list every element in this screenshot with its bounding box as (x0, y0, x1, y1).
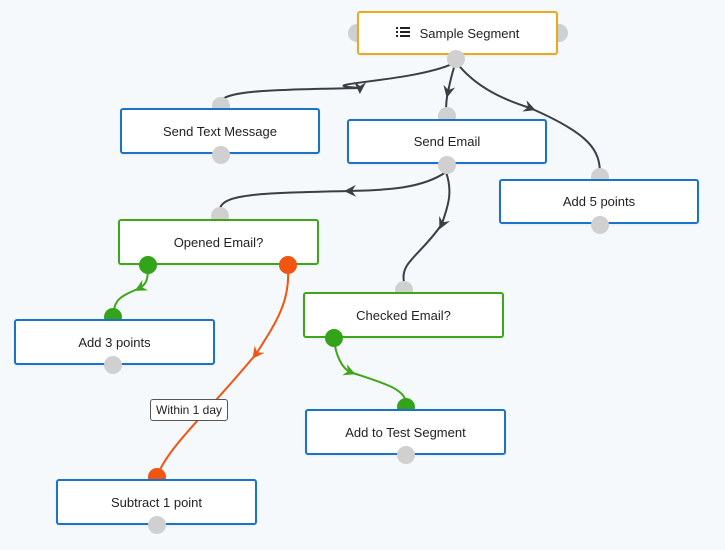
node-label: Send Text Message (163, 123, 277, 139)
edge-opened-yes-to-add3 (113, 267, 149, 313)
decision-delay-text: Within 1 day (156, 403, 223, 417)
node-port-bottom[interactable] (212, 146, 230, 164)
node-label: Checked Email? (356, 307, 451, 323)
edge-checked-yes-to-test-segment (333, 339, 407, 403)
node-port-bottom[interactable] (438, 156, 456, 174)
node-port-bottom[interactable] (397, 446, 415, 464)
segment-trigger-label: Sample Segment (419, 25, 520, 41)
node-label: Add 5 points (562, 194, 636, 209)
yes-port[interactable] (325, 329, 343, 347)
edge-email-to-checked (402, 171, 451, 283)
segment-trigger-node[interactable]: Sample Segment (357, 11, 558, 55)
list-icon (395, 26, 410, 41)
node-label: Send Email (413, 134, 481, 149)
edge-segment-to-email (443, 61, 457, 113)
subtract-1-point-node[interactable]: Subtract 1 point (56, 479, 257, 525)
node-label: Subtract 1 point (110, 494, 203, 510)
add-3-points-node[interactable]: Add 3 points (14, 319, 215, 365)
node-port-bottom[interactable] (447, 50, 465, 68)
node-label: Opened Email? (173, 234, 264, 250)
yes-port[interactable] (139, 256, 157, 274)
decision-delay-label: Within 1 day (150, 399, 229, 421)
node-port-bottom[interactable] (148, 516, 166, 534)
edge-segment-to-text (219, 61, 457, 105)
edge-opened-no-to-subtract (157, 267, 290, 475)
edge-segment-to-add5 (455, 61, 601, 175)
node-label: Add to Test Segment (345, 424, 466, 440)
opened-email-condition-node[interactable]: Opened Email? (118, 219, 319, 265)
node-port-bottom[interactable] (104, 356, 122, 374)
no-port[interactable] (279, 256, 297, 274)
edge-email-to-opened (219, 171, 447, 209)
node-port-bottom[interactable] (591, 216, 609, 234)
node-label: Add 3 points (78, 334, 151, 350)
